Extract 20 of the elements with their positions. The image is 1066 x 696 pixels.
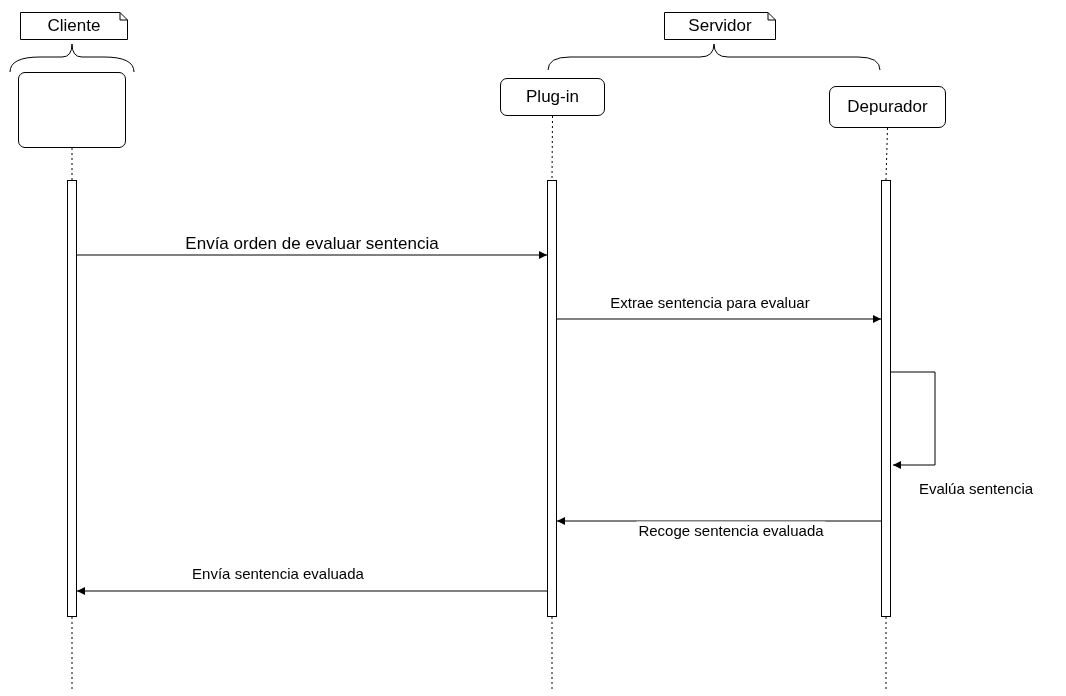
participant-box [500, 78, 605, 116]
participant-label: Plug-in [526, 87, 579, 107]
participant-label: Depurador [847, 97, 928, 117]
note-box [20, 12, 128, 40]
arrow [890, 371, 936, 469]
lifeline [551, 115, 553, 181]
lifeline [885, 127, 888, 181]
note-box [664, 12, 776, 40]
activation-bar [67, 180, 77, 617]
arrow [76, 587, 548, 595]
note-label: Cliente [47, 16, 101, 36]
lifeline [71, 147, 73, 181]
participant-box [18, 72, 126, 148]
arrow [76, 251, 548, 259]
activation-bar [547, 180, 557, 617]
note-label: Servidor [688, 16, 752, 36]
edge-label: Envía orden de evaluar sentencia [183, 234, 441, 252]
arrow [556, 315, 882, 323]
participant-box [829, 86, 946, 128]
activation-bar [881, 180, 891, 617]
